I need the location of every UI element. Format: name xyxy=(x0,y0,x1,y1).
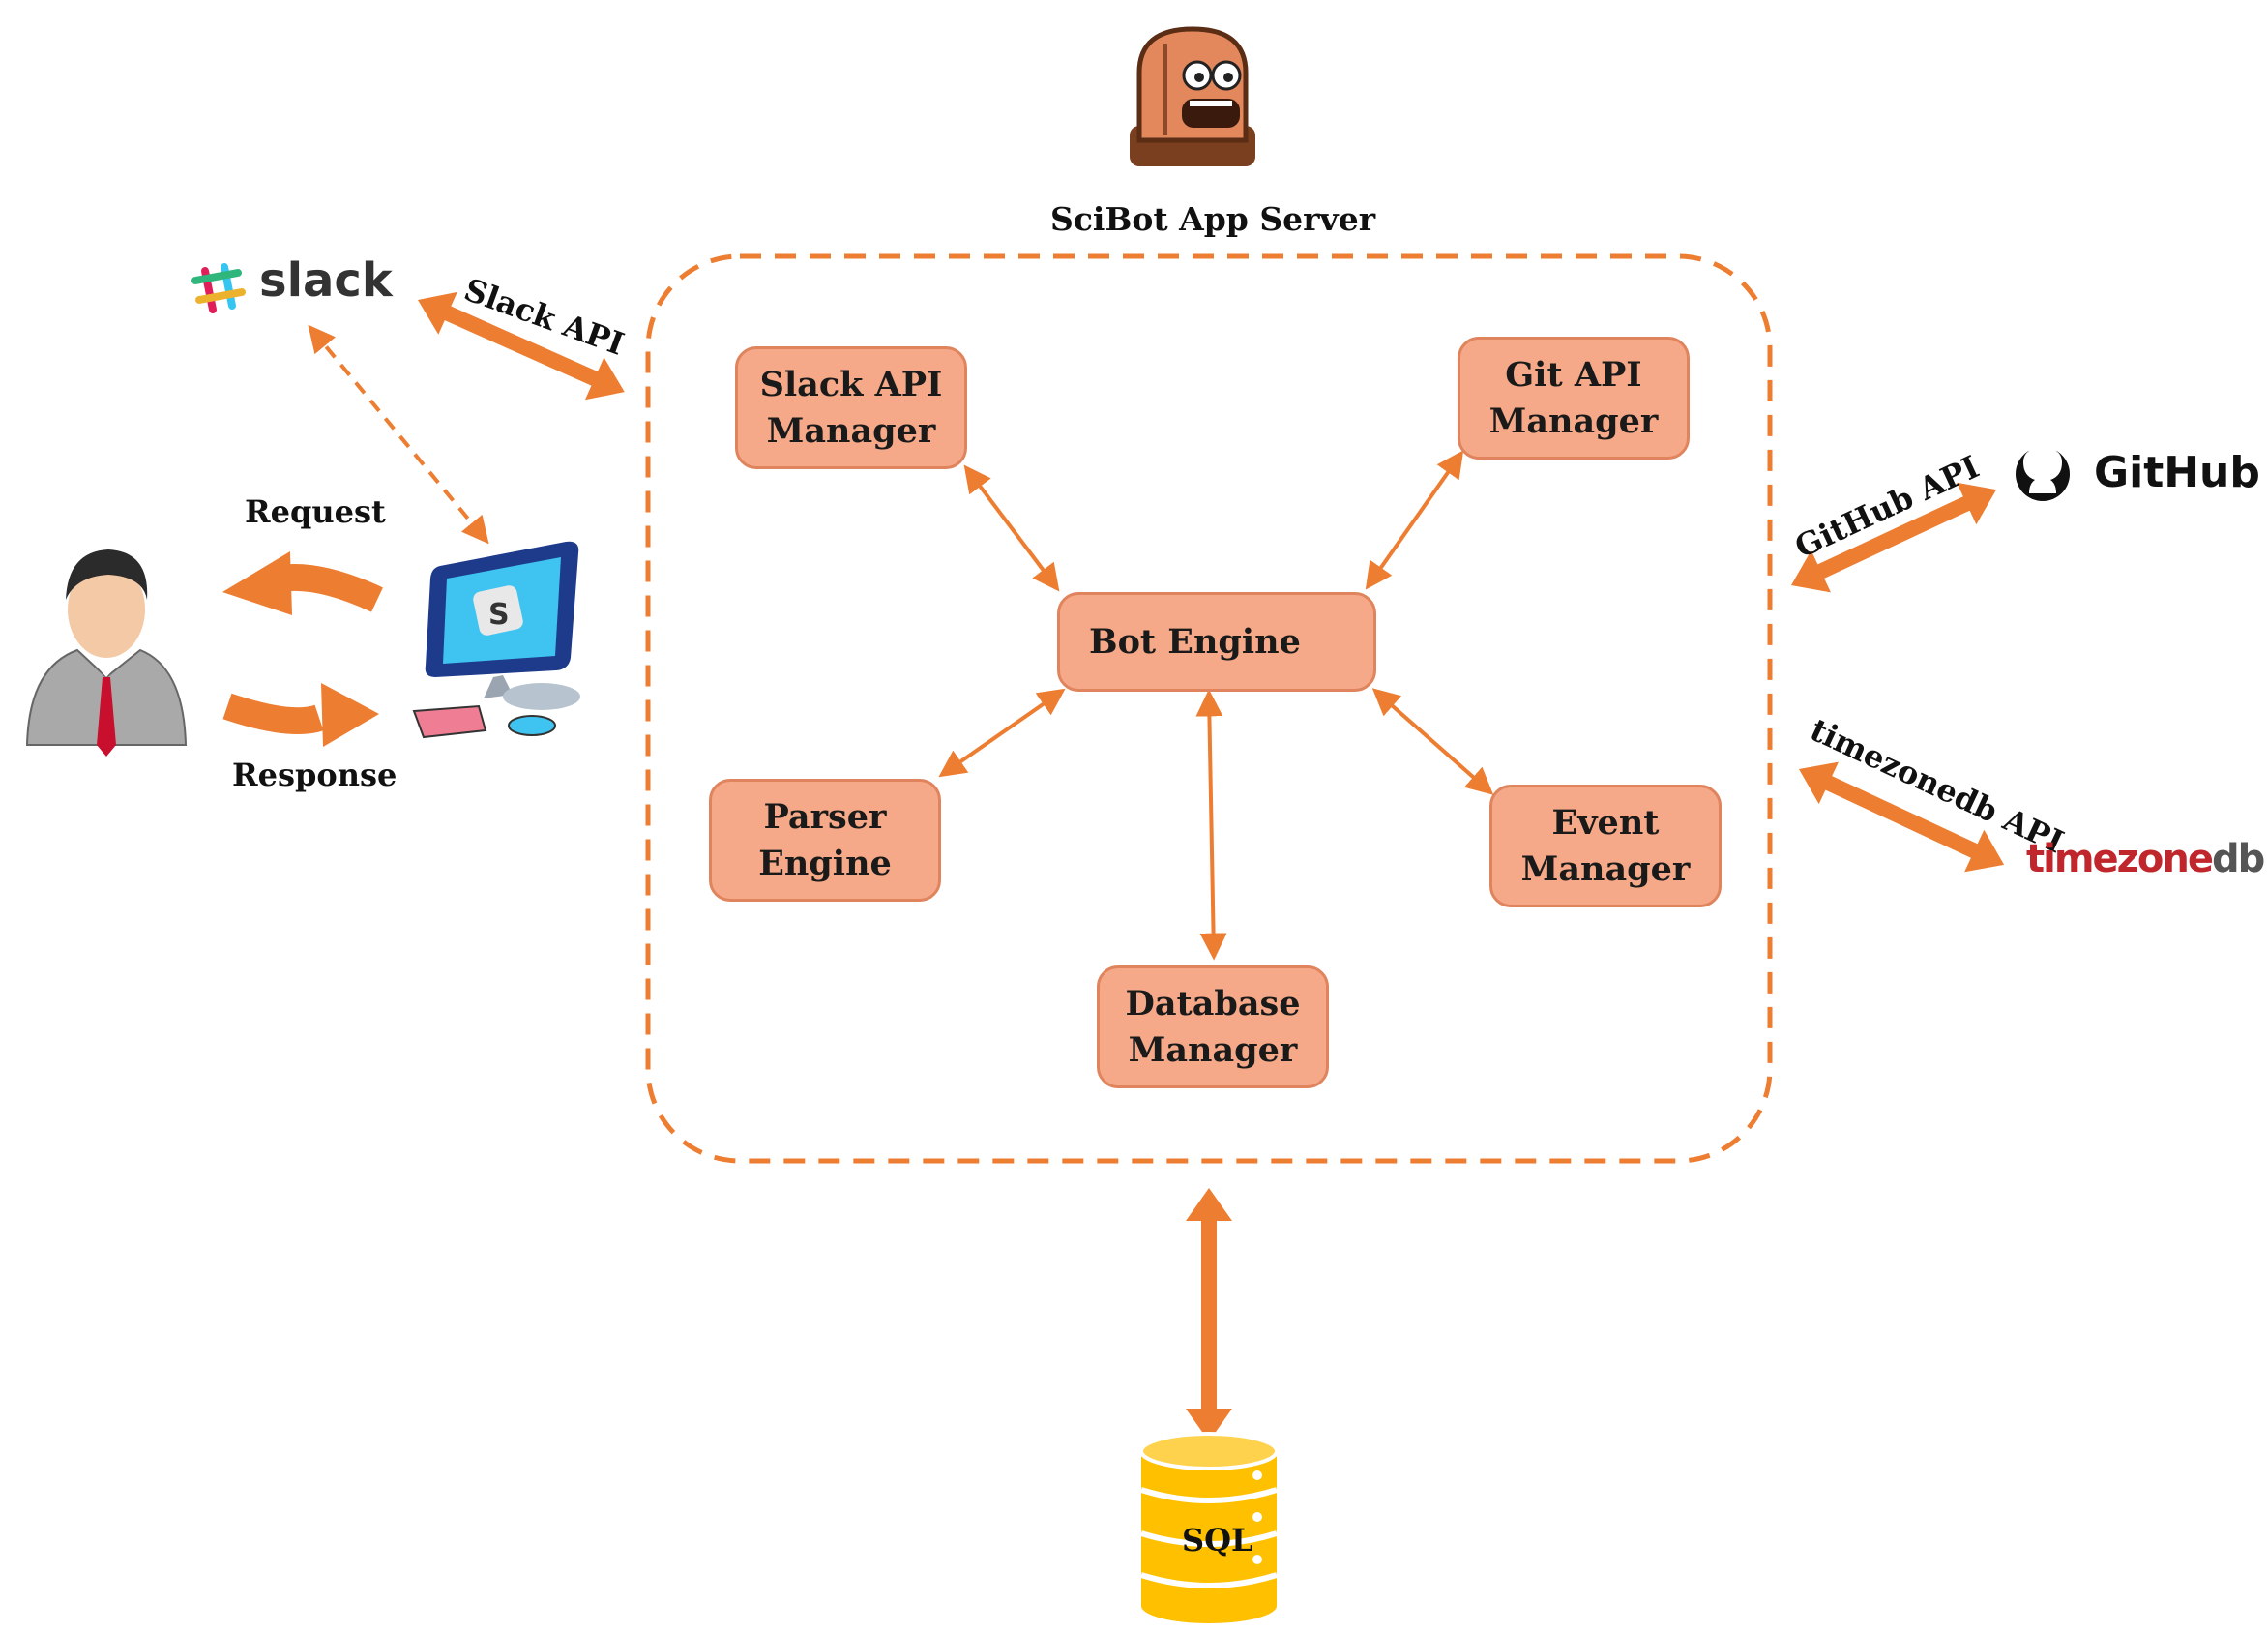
timezonedb-logo-part2: db xyxy=(2212,837,2265,881)
parser-engine-box: Parser Engine xyxy=(709,779,941,902)
edge-gitmgr-bot xyxy=(1365,450,1464,590)
event-manager-label: Event Manager xyxy=(1520,802,1691,889)
server-boundary xyxy=(645,253,1773,1164)
git-api-manager-box: Git API Manager xyxy=(1458,337,1690,460)
github-logo: GitHub xyxy=(2094,448,2260,497)
robot-mascot-icon xyxy=(1130,26,1255,166)
github-octocat-icon xyxy=(2016,439,2070,501)
timezonedb-logo-part1: timezone xyxy=(2026,837,2214,881)
bot-engine-label: Bot Engine xyxy=(1089,621,1301,662)
event-manager-box: Event Manager xyxy=(1489,785,1722,907)
slack-logo: slack xyxy=(259,253,393,308)
thick-arrows xyxy=(418,291,2005,1441)
slack-api-manager-box: Slack API Manager xyxy=(735,346,967,469)
database-manager-label: Database Manager xyxy=(1125,983,1301,1070)
edge-event-bot xyxy=(1371,688,1494,795)
slack-hash-icon xyxy=(191,263,246,313)
sql-label: SQL xyxy=(1182,1522,1253,1559)
github-api-arrow xyxy=(1791,482,1997,593)
edge-parser-bot xyxy=(938,688,1066,778)
slack-api-manager-label: Slack API Manager xyxy=(759,364,943,451)
request-label: Request xyxy=(245,493,386,530)
timezonedb-api-arrow xyxy=(1799,761,2005,873)
timezonedb-logo: timezonedb xyxy=(2026,837,2265,881)
user-person-icon xyxy=(25,549,188,757)
response-arrow xyxy=(222,683,379,747)
svg-text:S: S xyxy=(488,598,510,632)
response-label: Response xyxy=(232,757,398,793)
slack-api-arrow xyxy=(418,291,625,401)
internal-connections xyxy=(938,450,1494,961)
server-title: SciBot App Server xyxy=(1050,200,1376,238)
request-arrow xyxy=(222,551,383,615)
edge-db-bot xyxy=(1195,689,1227,961)
edge-slackmgr-bot xyxy=(963,464,1060,592)
database-manager-box: Database Manager xyxy=(1097,965,1329,1088)
bot-engine-box: Bot Engine xyxy=(1057,592,1376,692)
parser-engine-label: Parser Engine xyxy=(758,796,892,883)
git-api-manager-label: Git API Manager xyxy=(1488,354,1659,441)
computer-slack-icon: S xyxy=(412,541,580,739)
sql-database-icon xyxy=(1139,1432,1279,1623)
sql-arrow xyxy=(1186,1188,1232,1441)
